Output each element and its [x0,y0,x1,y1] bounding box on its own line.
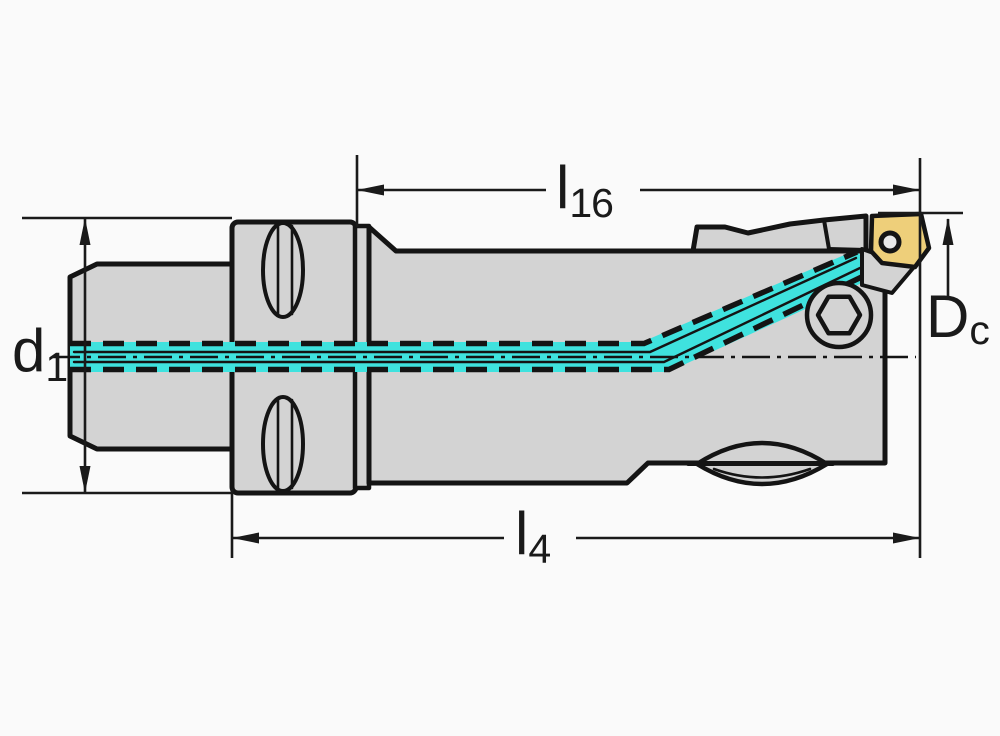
l4-arrow-right [893,532,920,544]
hex-socket [815,294,863,336]
coolant-bore-wall-upper [72,256,858,354]
coolant-bore-wall-lower [72,266,862,364]
dimension-l16: l16 [355,154,922,558]
d1-arrow-down [79,466,91,493]
l16-arrow-left [357,184,384,196]
clamp-seat-line [827,247,868,252]
d1-arrow-up [79,218,91,245]
dimension-label-l4: l4 [515,500,550,572]
l16-arrow-right [893,184,920,196]
dimension-d1: d1 [12,216,232,495]
dimension-dc: Dc [878,211,990,353]
lens-inner-arc [712,467,812,479]
dimension-label-d1: d1 [12,317,67,390]
coolant-channel-dashed-edge-top [70,249,859,347]
clamp-seam [822,218,831,251]
flange-slot-top [261,221,305,319]
dc-arrow-up [942,218,954,245]
l4-arrow-left [232,532,259,544]
dimension-l4: l4 [230,489,920,572]
flange-slot-bottom [261,395,305,493]
coolant-channel-dashed-edge-bottom [70,269,874,373]
insert-screw-hole [878,230,902,254]
dimension-label-l16: l16 [556,154,613,226]
dimension-label-dc: Dc [926,283,989,353]
insert-clamp [690,213,869,254]
